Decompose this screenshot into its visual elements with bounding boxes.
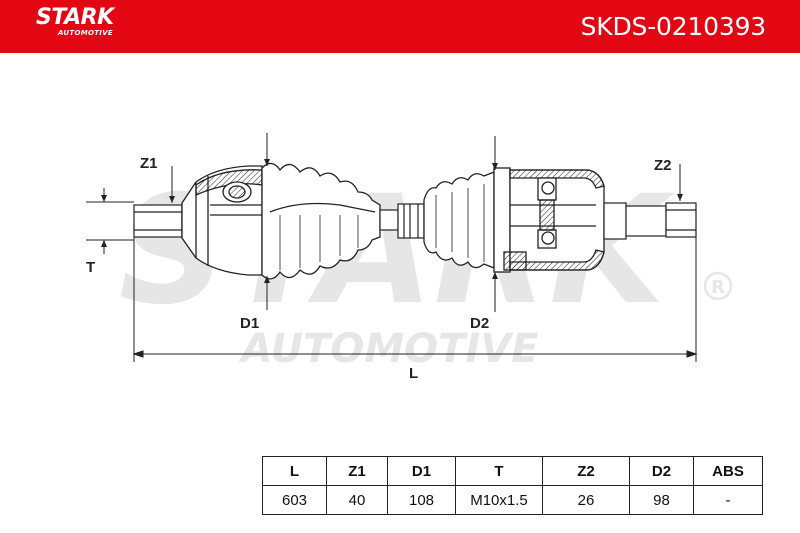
- spec-value-cell: 40: [326, 485, 388, 515]
- spec-header-cell: T: [455, 456, 543, 486]
- label-d2: D2: [470, 315, 489, 332]
- inner-cv-joint: [493, 167, 605, 273]
- spec-header-cell: ABS: [693, 456, 763, 486]
- spec-header-cell: D2: [629, 456, 694, 486]
- spec-value-cell: -: [693, 485, 763, 515]
- right-spline-stub: [603, 202, 697, 240]
- dimension-labels: Z1 Z2 T D1 D2 L: [86, 155, 672, 382]
- registered-mark-icon: R: [703, 271, 733, 301]
- label-t: T: [86, 259, 95, 276]
- spec-value-cell: 108: [387, 485, 456, 515]
- spec-value-cell: 26: [542, 485, 630, 515]
- spec-value-cell: 98: [629, 485, 694, 515]
- logo-brand: STARK: [36, 5, 114, 30]
- part-number: SKDS-0210393: [580, 12, 767, 41]
- drive-shaft-drawing: STARK AUTOMOTIVE R: [86, 133, 733, 382]
- spec-header-cell: L: [262, 456, 327, 486]
- spec-value-cell: 603: [262, 485, 327, 515]
- spec-header-row: L Z1 D1 T Z2 D2 ABS: [262, 456, 763, 486]
- label-z2: Z2: [654, 157, 672, 174]
- spec-table: L Z1 D1 T Z2 D2 ABS 603 40 108 M10x1.5 2…: [262, 456, 763, 515]
- header-bar: STARK AUTOMOTIVE SKDS-0210393: [0, 0, 800, 53]
- center-shaft: [379, 203, 425, 239]
- spec-value-cell: M10x1.5: [455, 485, 543, 515]
- stark-logo: STARK AUTOMOTIVE: [36, 5, 114, 38]
- label-z1: Z1: [140, 155, 158, 172]
- spec-header-cell: D1: [387, 456, 456, 486]
- outer-boot: [261, 162, 381, 280]
- spec-header-cell: Z2: [542, 456, 630, 486]
- dimension-lines: [86, 133, 698, 362]
- watermark-subtitle: AUTOMOTIVE: [238, 326, 538, 372]
- left-spline-stub: [133, 204, 183, 238]
- label-d1: D1: [240, 315, 259, 332]
- spec-value-row: 603 40 108 M10x1.5 26 98 -: [262, 485, 763, 515]
- spec-header-cell: Z1: [326, 456, 388, 486]
- logo-subtitle: AUTOMOTIVE: [58, 29, 114, 37]
- registered-mark-letter: R: [711, 277, 725, 298]
- label-l: L: [409, 365, 418, 382]
